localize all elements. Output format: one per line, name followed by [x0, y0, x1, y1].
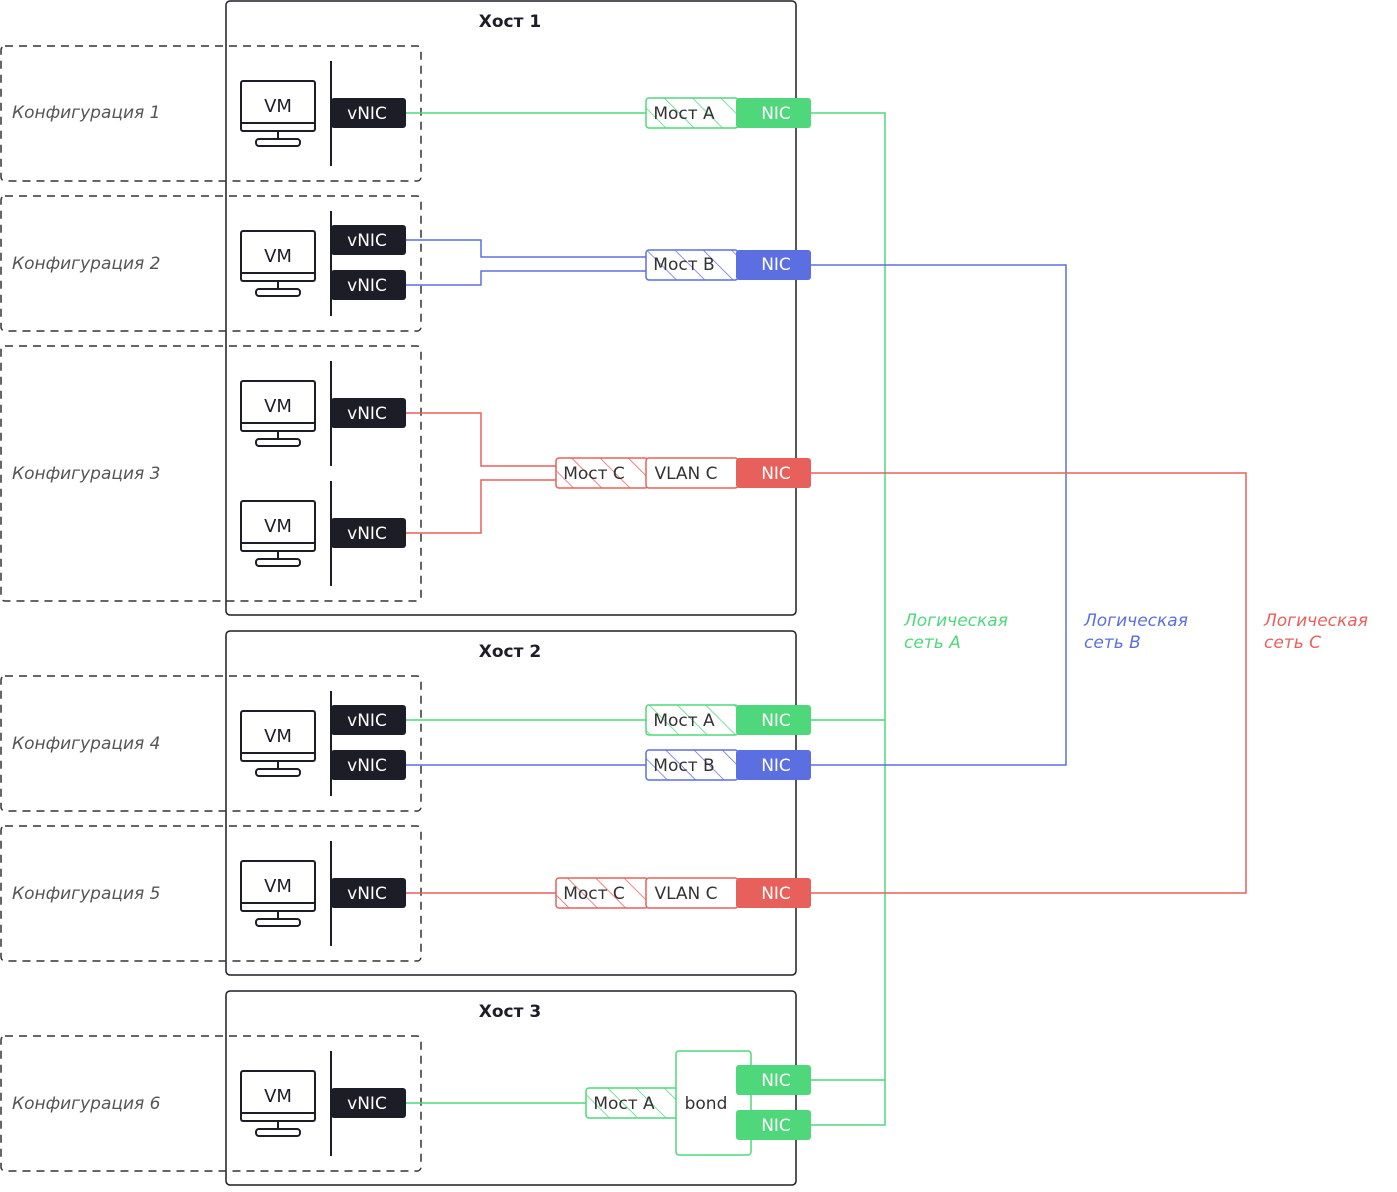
vm-label: VM	[264, 1086, 292, 1107]
nic-blue-host1: NIC	[736, 250, 811, 280]
config-6-label: Конфигурация 6	[12, 1094, 161, 1114]
nic-green-host2: NIC	[736, 705, 811, 735]
network-a-line1: Логическая	[903, 611, 1008, 631]
link-blue	[405, 270, 646, 286]
vm-6: VM	[240, 1070, 316, 1137]
vnic-3a: vNIC	[331, 398, 406, 428]
bridge-label: Мост B	[653, 756, 714, 776]
bridge-label: Мост A	[653, 104, 715, 124]
vnic-3b: vNIC	[331, 518, 406, 548]
vnic-6: vNIC	[331, 1088, 406, 1118]
nic-green-host3b: NIC	[736, 1110, 811, 1140]
config-2-box	[0, 195, 422, 332]
vm-label: VM	[264, 516, 292, 537]
network-b-label: Логическая сеть B	[1083, 611, 1188, 653]
network-b-line2: сеть B	[1084, 633, 1141, 653]
host-2-box	[225, 630, 797, 976]
bridge-label: Мост C	[563, 884, 625, 904]
nic-label: NIC	[761, 464, 791, 484]
config-3-label: Конфигурация 3	[12, 464, 160, 484]
network-c-label: Логическая сеть C	[1263, 611, 1368, 653]
network-a-label: Логическая сеть A	[903, 611, 1008, 653]
vm-label: VM	[264, 246, 292, 267]
vnic-label: vNIC	[347, 756, 387, 776]
vm-2: VM	[240, 230, 316, 297]
vnic-label: vNIC	[347, 231, 387, 251]
bond-label: bond	[685, 1094, 728, 1114]
nic-red-host2: NIC	[736, 878, 811, 908]
bridge-b-host1: Мост B	[645, 249, 739, 281]
vlan-label: VLAN C	[654, 464, 717, 484]
host-1-box	[225, 0, 797, 616]
vlan-c-host2: VLAN C	[645, 877, 739, 909]
bridge-b-host2: Мост B	[645, 749, 739, 781]
config-4-label: Конфигурация 4	[12, 734, 160, 754]
vm-label: VM	[264, 876, 292, 897]
bridge-c-host1: Мост C	[555, 457, 649, 489]
network-c-line2: сеть C	[1264, 633, 1321, 653]
vnic-label: vNIC	[347, 1094, 387, 1114]
bridge-label: Мост B	[653, 255, 714, 275]
vnic-4a: vNIC	[331, 705, 406, 735]
bridge-c-host2: Мост C	[555, 877, 649, 909]
config-2-label: Конфигурация 2	[12, 254, 160, 274]
vnic-label: vNIC	[347, 404, 387, 424]
vm-5: VM	[240, 860, 316, 927]
vnic-label: vNIC	[347, 104, 387, 124]
bridge-label: Мост C	[563, 464, 625, 484]
vlan-c-host1: VLAN C	[645, 457, 739, 489]
nic-label: NIC	[761, 104, 791, 124]
host-2-title: Хост 2	[479, 642, 541, 662]
host-3-title: Хост 3	[479, 1002, 541, 1022]
vm-label: VM	[264, 396, 292, 417]
nic-label: NIC	[761, 711, 791, 731]
vnic-label: vNIC	[347, 884, 387, 904]
link-red	[405, 412, 556, 467]
vm-3b: VM	[240, 500, 316, 567]
config-5-label: Конфигурация 5	[12, 884, 160, 904]
nic-label: NIC	[761, 255, 791, 275]
vnic-label: vNIC	[347, 711, 387, 731]
link-red	[405, 479, 556, 534]
link-blue	[810, 264, 1067, 766]
vlan-label: VLAN C	[654, 884, 717, 904]
vm-3a: VM	[240, 380, 316, 447]
nic-red-host1: NIC	[736, 458, 811, 488]
bridge-a-host3: Мост A	[585, 1087, 679, 1119]
bridge-label: Мост A	[593, 1094, 655, 1114]
vnic-2b: vNIC	[331, 270, 406, 300]
vm-label: VM	[264, 726, 292, 747]
vnic-2a: vNIC	[331, 225, 406, 255]
link-green	[810, 112, 886, 1126]
vm-4: VM	[240, 710, 316, 777]
network-b-line1: Логическая	[1083, 611, 1188, 631]
vnic-4b: vNIC	[331, 750, 406, 780]
nic-green-host3a: NIC	[736, 1065, 811, 1095]
nic-label: NIC	[761, 756, 791, 776]
link-red	[810, 472, 1247, 894]
network-a-line2: сеть A	[904, 633, 961, 653]
vm-label: VM	[264, 96, 292, 117]
nic-blue-host2: NIC	[736, 750, 811, 780]
bond-box: bond	[675, 1050, 752, 1156]
nic-label: NIC	[761, 1071, 791, 1091]
bridge-a-host1: Мост A	[645, 97, 739, 129]
config-1-label: Конфигурация 1	[12, 103, 160, 123]
bridge-label: Мост A	[653, 711, 715, 731]
nic-label: NIC	[761, 884, 791, 904]
host-1-title: Хост 1	[479, 12, 541, 32]
link-blue	[405, 239, 646, 258]
nic-label: NIC	[761, 1116, 791, 1136]
vnic-label: vNIC	[347, 524, 387, 544]
vnic-1: vNIC	[331, 98, 406, 128]
vm-1: VM	[240, 80, 316, 147]
vnic-5: vNIC	[331, 878, 406, 908]
network-c-line1: Логическая	[1263, 611, 1368, 631]
bridge-a-host2: Мост A	[645, 704, 739, 736]
config-4-box	[0, 675, 422, 812]
nic-green-host1: NIC	[736, 98, 811, 128]
vnic-label: vNIC	[347, 276, 387, 296]
